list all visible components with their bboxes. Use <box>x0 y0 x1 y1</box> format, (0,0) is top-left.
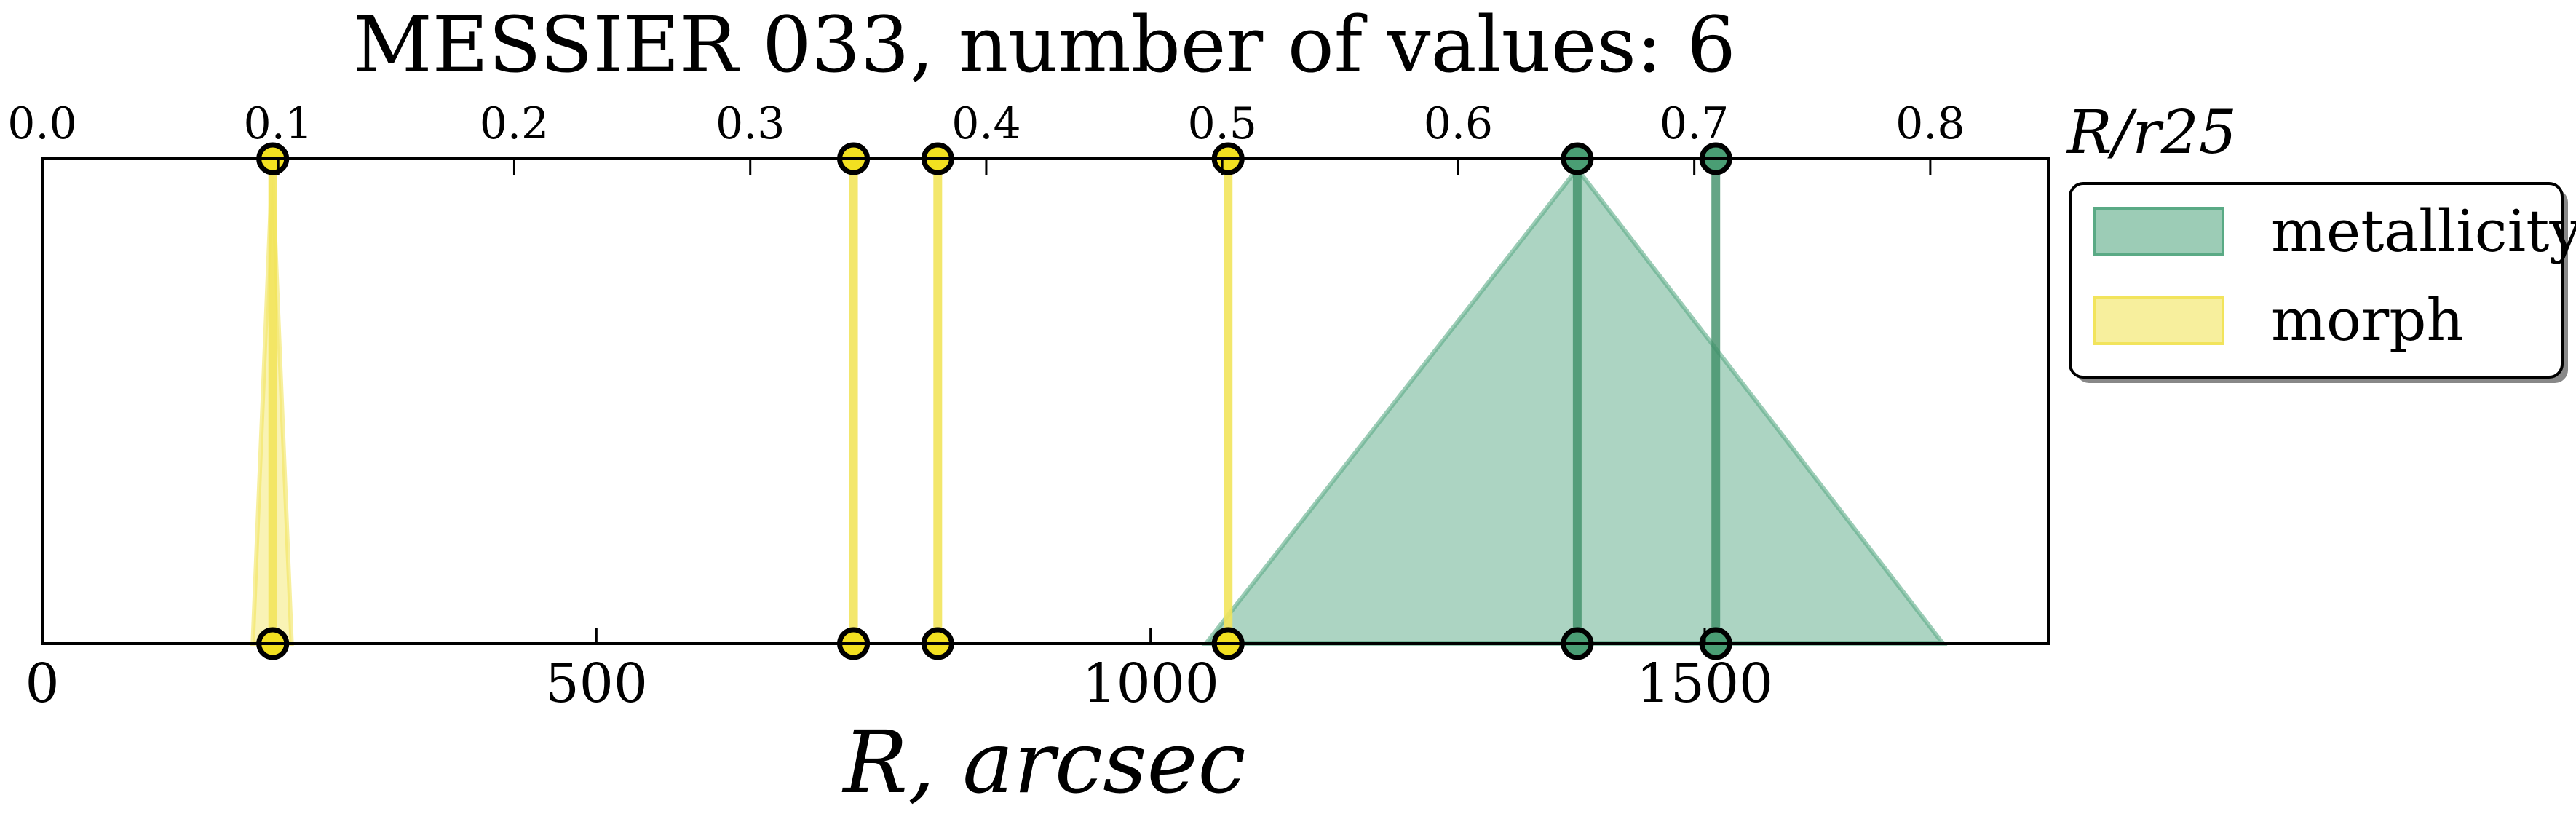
plot-frame <box>41 157 2050 645</box>
legend-swatch-metallicity <box>2093 207 2224 256</box>
x2-tick-label: 0.7 <box>1660 98 1729 149</box>
legend-label-metallicity: metallicity <box>2271 197 2576 265</box>
x2-tick-label: 0.1 <box>244 98 313 149</box>
x2-tick-label: 0.5 <box>1187 98 1256 149</box>
chart-title: MESSIER 033, number of values: 6 <box>353 0 1736 90</box>
x-axis-label: R, arcsec <box>841 712 1245 813</box>
x-tick-label: 500 <box>545 652 648 715</box>
x2-tick-label: 0.8 <box>1895 98 1965 149</box>
x-axis-bottom: 0 500 1000 1500 <box>25 628 1773 715</box>
legend-swatch-morph <box>2093 296 2224 345</box>
x-axis-top: 0.0 0.1 0.2 0.3 0.4 0.5 0.6 0.7 0.8 <box>7 98 1965 175</box>
legend: metallicity morph <box>2069 182 2576 383</box>
x-tick-label: 0 <box>25 652 59 715</box>
x2-tick-label: 0.3 <box>716 98 785 149</box>
legend-label-morph: morph <box>2271 286 2464 354</box>
x2-tick-label: 0.6 <box>1424 98 1493 149</box>
x-tick-label: 1500 <box>1636 652 1773 715</box>
plot-area <box>250 142 1948 660</box>
x2-axis-label: R/r25 <box>2066 98 2237 167</box>
x2-tick-label: 0.0 <box>7 98 76 149</box>
x2-tick-label: 0.2 <box>480 98 549 149</box>
x-tick-label: 1000 <box>1082 652 1218 715</box>
x2-tick-label: 0.4 <box>951 98 1021 149</box>
